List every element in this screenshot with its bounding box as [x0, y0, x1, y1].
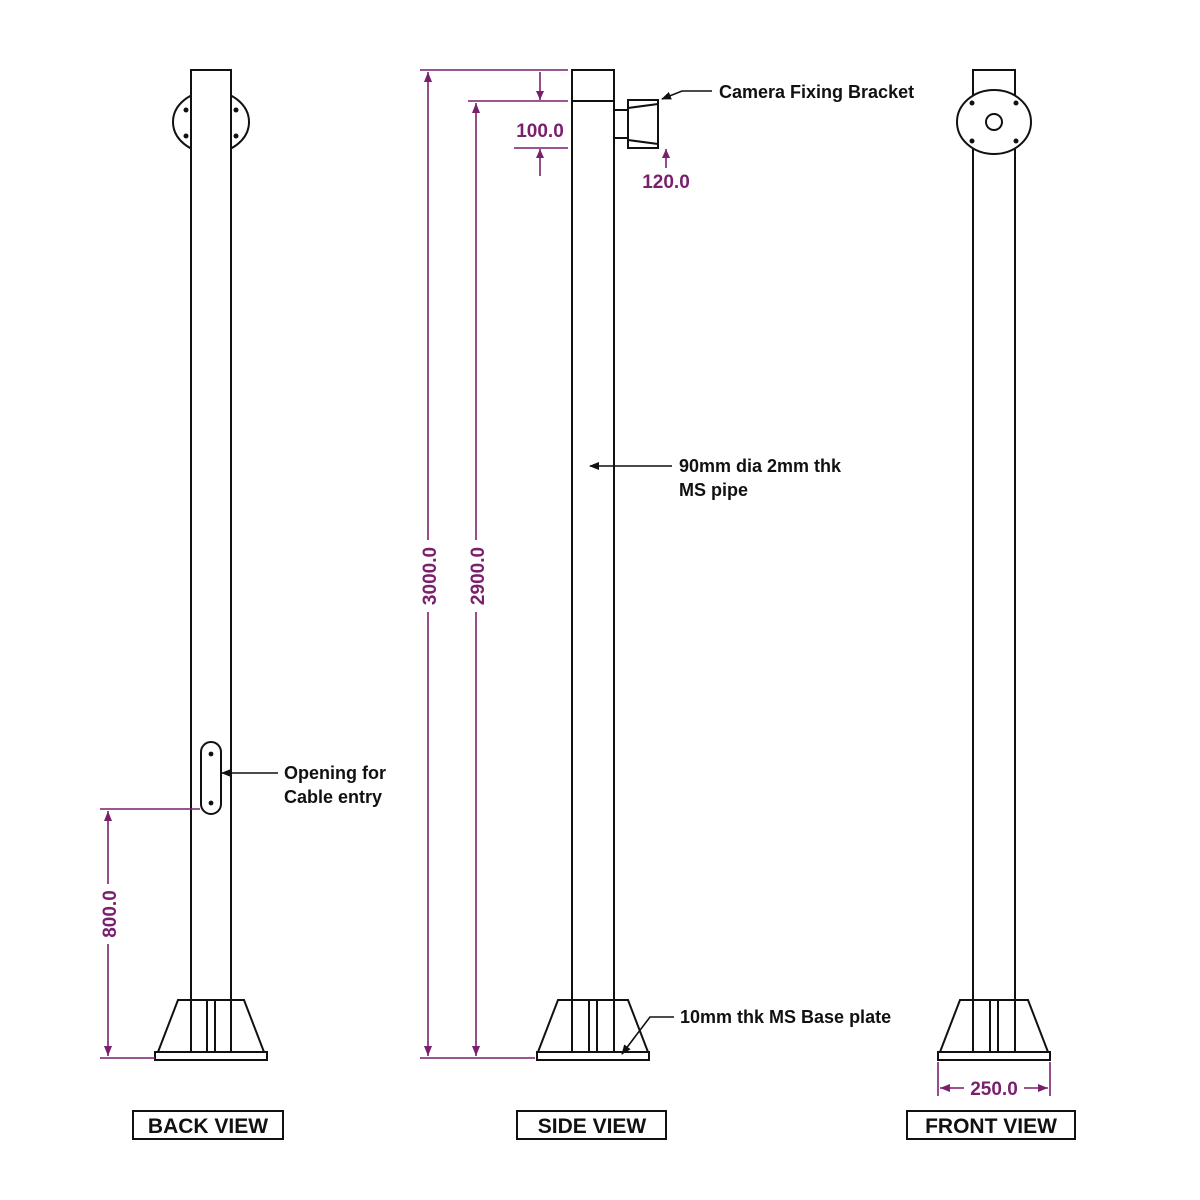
- bracket-leader: [661, 90, 712, 100]
- base-width-label: 250.0: [970, 1079, 1018, 1100]
- bracket-note: Camera Fixing Bracket: [719, 82, 914, 102]
- base-width-dimension: 250.0: [937, 1062, 1051, 1100]
- cable-entry-height-label: 800.0: [100, 890, 121, 938]
- back-view: Opening for Cable entry 800.0 BACK VIEW: [100, 69, 386, 1140]
- side-base-plate: [536, 999, 650, 1061]
- back-view-title-box: [132, 1110, 284, 1140]
- side-view: 3000.0 2900.0 100.0 120.0 Camera F: [420, 69, 914, 1140]
- base-plate-leader: [621, 1016, 674, 1055]
- front-view-title: FRONT VIEW: [925, 1115, 1057, 1138]
- pipe-height-label: 2900.0: [468, 547, 489, 605]
- opening-note-line2: Cable entry: [284, 787, 382, 807]
- pipe-note-line2: MS pipe: [679, 480, 748, 500]
- side-view-title: SIDE VIEW: [538, 1115, 647, 1138]
- front-base-plate: [937, 999, 1051, 1061]
- pipe-height-dimension: 2900.0: [468, 100, 568, 1056]
- cable-entry-opening: [200, 741, 222, 815]
- back-view-title: BACK VIEW: [148, 1115, 268, 1138]
- camera-fixing-bracket: [613, 99, 659, 149]
- pipe-note-line1: 90mm dia 2mm thk: [679, 456, 842, 476]
- side-view-title-box: [516, 1110, 667, 1140]
- side-pipe: [571, 69, 615, 1001]
- back-pipe: [190, 69, 232, 1001]
- opening-note-line1: Opening for: [284, 763, 386, 783]
- back-base-plate: [154, 999, 268, 1061]
- bracket-width-dimension: 120.0: [642, 149, 690, 193]
- front-pipe: [972, 69, 1016, 1001]
- cable-entry-height-dimension: 800.0: [100, 808, 200, 1059]
- front-view-title-box: [906, 1110, 1076, 1140]
- bracket-width-label: 120.0: [642, 172, 690, 193]
- total-height-dimension: 3000.0: [420, 69, 568, 1059]
- base-plate-note: 10mm thk MS Base plate: [680, 1007, 891, 1027]
- front-bracket-disc: [956, 89, 1032, 155]
- bracket-offset-dimension: 100.0: [514, 72, 568, 176]
- front-view: 250.0 FRONT VIEW: [906, 69, 1076, 1140]
- total-height-label: 3000.0: [420, 547, 441, 605]
- bracket-offset-label: 100.0: [516, 121, 564, 142]
